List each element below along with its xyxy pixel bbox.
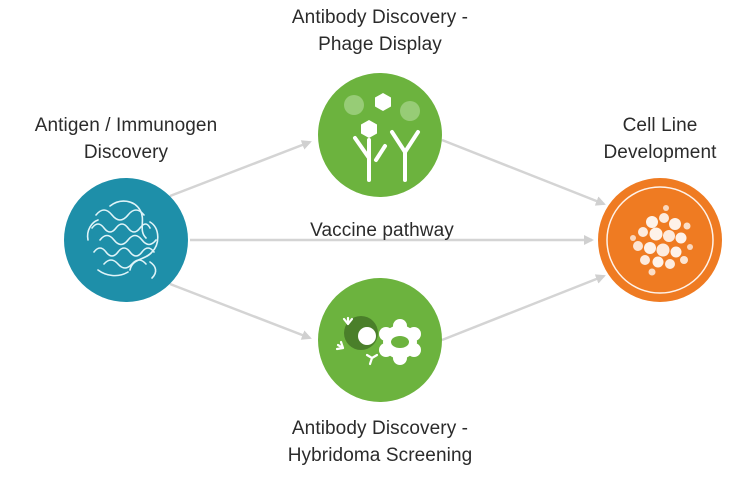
arrow-hybridoma-to-cell-line <box>441 274 606 342</box>
cell-line-node <box>598 178 722 302</box>
antigen-label: Antigen / Immunogen Discovery <box>6 112 246 166</box>
vaccine-pathway-text: Vaccine pathway <box>310 220 454 241</box>
antigen-node <box>64 178 188 302</box>
hybridoma-label-line1: Antibody Discovery - <box>291 418 469 439</box>
phage-node <box>318 73 442 197</box>
hybridoma-cell-icon <box>335 316 421 366</box>
antigen-label-line2: Discovery <box>83 142 169 163</box>
hybridoma-node <box>318 278 442 402</box>
arrow-antigen-to-phage <box>169 140 312 198</box>
cell-culture-icon <box>630 205 693 276</box>
protein-structure-icon <box>86 200 159 279</box>
arrow-antigen-to-hybridoma <box>169 282 312 340</box>
hybridoma-label: Antibody Discovery - Hybridoma Screening <box>250 415 510 469</box>
hybridoma-label-line2: Hybridoma Screening <box>287 445 473 466</box>
phage-antibody-icon <box>344 93 420 182</box>
vaccine-pathway-label: Vaccine pathway <box>282 217 482 244</box>
phage-label-line2: Phage Display <box>318 34 442 55</box>
antigen-label-line1: Antigen / Immunogen <box>34 115 218 136</box>
cell-line-label: Cell Line Development <box>580 112 740 166</box>
arrow-phage-to-cell-line <box>441 138 606 206</box>
phage-label-line1: Antibody Discovery - <box>291 7 469 28</box>
cell-line-label-line1: Cell Line <box>622 115 698 136</box>
arrows <box>169 138 606 342</box>
cell-line-label-line2: Development <box>603 142 717 163</box>
phage-label: Antibody Discovery - Phage Display <box>250 4 510 58</box>
